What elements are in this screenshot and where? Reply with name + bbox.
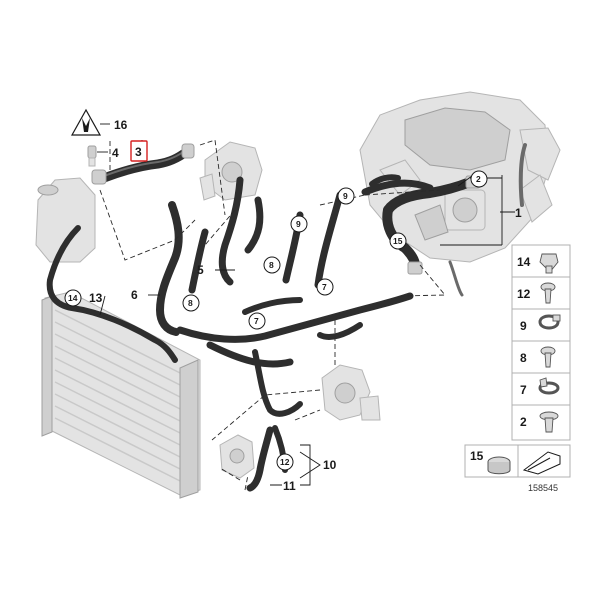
circle-label-15: 15 [389,232,407,250]
hose-6 [156,201,209,336]
auxiliary-pump [321,364,381,421]
label-16: 16 [114,118,128,132]
label-4: 4 [112,146,119,160]
svg-text:7: 7 [254,316,259,326]
circle-label-2: 2 [470,170,488,188]
svg-text:12: 12 [280,457,290,467]
label-13: 13 [89,291,103,305]
arrow-marker-icon [522,451,561,475]
hose-manifold [176,292,414,417]
collar-screw-icon [539,411,559,433]
hose-upper-right [361,174,434,196]
circle-label-9-right: 9 [337,187,355,205]
label-3: 3 [135,145,142,159]
hose-radiator-feed [46,225,178,363]
label-6: 6 [131,288,138,302]
svg-text:7: 7 [322,282,327,292]
legend-num-12: 12 [517,287,531,301]
svg-text:2: 2 [476,174,481,184]
legend-num-9: 9 [520,319,527,333]
svg-text:8: 8 [188,298,193,308]
circle-label-9-center: 9 [290,215,308,233]
bolt-icon [540,346,556,368]
label-1: 1 [515,206,522,220]
svg-text:15: 15 [393,236,403,246]
circle-label-14: 14 [64,289,82,307]
dashed-connections [99,139,446,491]
expansion-tank [35,177,96,263]
label-10: 10 [323,458,337,472]
spring-clamp-icon [538,377,560,395]
circle-label-7-center: 7 [248,312,266,330]
hose-5 [218,176,264,286]
legend-num-7: 7 [520,383,527,397]
legend-num-8: 8 [520,351,527,365]
circle-label-7-right: 7 [316,278,334,296]
coolant-sensor [87,145,97,167]
hose-1 [382,175,481,275]
highlight-box [130,140,148,162]
circle-label-8-left: 8 [182,294,200,312]
label-5: 5 [197,263,204,277]
svg-text:9: 9 [296,219,301,229]
label-11: 11 [283,479,296,493]
warning-sign [70,108,102,136]
thermostat-housing [199,141,263,201]
band-clamp-icon [487,456,511,475]
parts-legend: 14 12 9 8 7 2 [464,244,571,478]
legend-num-14: 14 [517,255,531,269]
hose-clamp-icon [538,314,561,330]
electric-pump [219,434,255,479]
hose-return-right [448,143,527,297]
legend-num-2: 2 [520,415,527,429]
screw-icon [540,282,556,304]
svg-text:8: 8 [269,260,274,270]
hose-9-center [282,191,344,289]
engine-block [359,91,561,263]
clip-icon [539,253,559,274]
hose-3 [91,143,195,185]
circle-label-8-top: 8 [263,256,281,274]
svg-text:9: 9 [343,191,348,201]
circle-label-12: 12 [276,453,294,471]
reference-number: 158545 [528,483,558,493]
svg-text:14: 14 [68,293,78,303]
legend-num-15: 15 [470,449,484,463]
